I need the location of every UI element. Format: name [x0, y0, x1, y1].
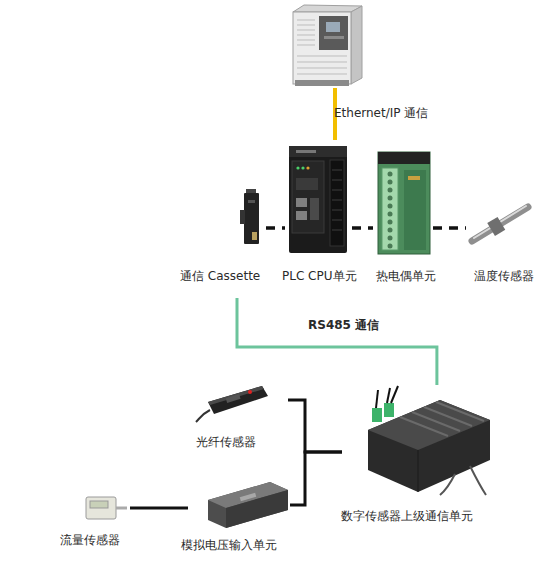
connector-label: RS485 通信 [308, 318, 379, 332]
plc-cpu-unit [289, 146, 347, 253]
connector [290, 452, 342, 505]
flow-sensor [86, 497, 127, 519]
device-label: PLC CPU单元 [282, 269, 357, 283]
analog-input-unit [208, 482, 288, 528]
device-label: 通信 Cassette [180, 269, 260, 283]
controller-cabinet [293, 5, 362, 86]
device-label: 光纤传感器 [196, 435, 256, 449]
device-label: 模拟电压输入单元 [181, 538, 277, 552]
device-label: 流量传感器 [60, 533, 120, 547]
thermocouple-unit [378, 152, 430, 254]
device-node: 数字传感器上级通信单元 [342, 385, 492, 497]
communication-cassette [240, 189, 259, 244]
temperature-probe [472, 206, 528, 241]
fiber-sensor-amp [196, 386, 268, 422]
connector [352, 226, 373, 230]
connector [288, 400, 342, 452]
device-label: 温度传感器 [474, 269, 534, 283]
connector-label: Ethernet/IP 通信 [334, 106, 428, 120]
device-node [288, 3, 368, 88]
device-node: 温度传感器 [466, 200, 532, 250]
connector [266, 226, 285, 230]
connector [130, 507, 188, 510]
device-node: 模拟电压输入单元 [188, 478, 290, 526]
sensor-comm-unit [368, 386, 490, 495]
device-label: 热电偶单元 [376, 269, 436, 283]
device-node: PLC CPU单元 [285, 140, 352, 257]
device-node: 光纤传感器 [203, 383, 288, 423]
connector [433, 226, 466, 230]
device-node: 热电偶单元 [373, 150, 433, 257]
connector [237, 298, 437, 385]
device-label: 数字传感器上级通信单元 [341, 509, 473, 523]
device-node: 流量传感器 [82, 490, 130, 524]
device-node: 通信 Cassette [234, 188, 266, 298]
